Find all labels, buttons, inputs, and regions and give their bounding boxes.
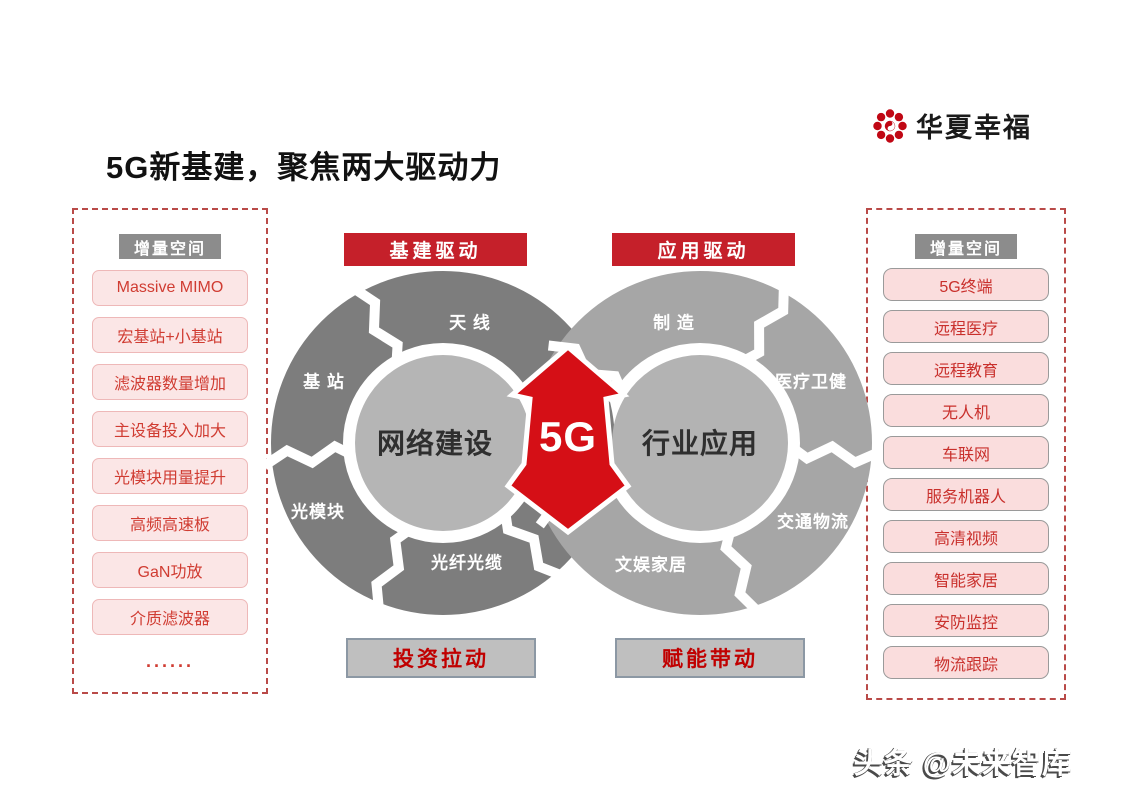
right-panel-header: 增量空间 (915, 234, 1017, 259)
segment-transport-logistics: 交通物流 (777, 512, 849, 532)
list-item: 无人机 (883, 394, 1049, 427)
ellipsis-more: ...... (145, 651, 194, 671)
left-panel-header: 增量空间 (119, 234, 221, 259)
5g-badge-arrow (504, 344, 632, 536)
segment-entertainment-home: 文娱家居 (615, 555, 687, 575)
industry-application-label: 行业应用 (641, 428, 759, 459)
page-title: 5G新基建，聚焦两大驱动力 (106, 150, 502, 185)
list-item: 智能家居 (883, 562, 1049, 595)
infrastructure-drive-box: 基建驱动 (344, 233, 527, 266)
segment-antenna: 天 线 (449, 313, 491, 333)
5g-badge-label: 5G (538, 413, 598, 460)
list-item: 车联网 (883, 436, 1049, 469)
list-item: 5G终端 (883, 268, 1049, 301)
list-item: GaN功放 (92, 552, 248, 588)
logo-text: 华夏幸福 (916, 113, 1032, 143)
segment-base-station: 基 站 (303, 372, 345, 392)
segment-medical-health: 医疗卫健 (775, 372, 847, 392)
logo: 华夏幸福 (872, 106, 1032, 145)
enablement-drive-box: 赋能带动 (615, 638, 805, 678)
list-item: 宏基站+小基站 (92, 317, 248, 353)
list-item: 物流跟踪 (883, 646, 1049, 679)
list-item: 光模块用量提升 (92, 458, 248, 494)
network-construction-label: 网络建设 (376, 428, 494, 459)
list-item: 高清视频 (883, 520, 1049, 553)
left-increment-panel: 增量空间 Massive MIMO 宏基站+小基站 滤波器数量增加 主设备投入加… (72, 208, 268, 694)
list-item: 主设备投入加大 (92, 411, 248, 447)
list-item: 服务机器人 (883, 478, 1049, 511)
application-drive-box: 应用驱动 (612, 233, 795, 266)
list-item: 安防监控 (883, 604, 1049, 637)
list-item: 滤波器数量增加 (92, 364, 248, 400)
watermark-text: 头条 @未来智库 (853, 748, 1072, 780)
list-item: 远程教育 (883, 352, 1049, 385)
right-increment-panel: 增量空间 5G终端 远程医疗 远程教育 无人机 车联网 服务机器人 高清视频 智… (866, 208, 1066, 700)
flower-dots-icon (873, 108, 907, 143)
segment-fiber-cable: 光纤光缆 (431, 553, 503, 573)
segment-manufacturing: 制 造 (653, 313, 695, 333)
list-item: 介质滤波器 (92, 599, 248, 635)
segment-optical-module: 光模块 (291, 502, 345, 522)
list-item: 远程医疗 (883, 310, 1049, 343)
list-item: Massive MIMO (92, 270, 248, 306)
list-item: 高频高速板 (92, 505, 248, 541)
investment-pull-box: 投资拉动 (346, 638, 536, 678)
